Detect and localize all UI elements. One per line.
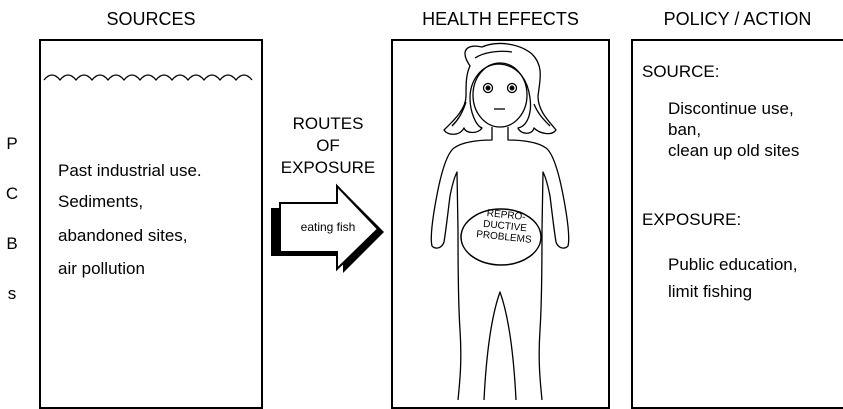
policy-source-action-3: clean up old sites: [668, 141, 799, 161]
water-surface-wave: [44, 75, 252, 80]
routes-title-line-2: OF: [268, 135, 388, 157]
source-line-2: Sediments,: [58, 192, 143, 212]
routes-of-exposure-title: ROUTES OF EXPOSURE: [268, 113, 388, 179]
routes-title-line-1: ROUTES: [268, 113, 388, 135]
policy-source-action-2: ban,: [668, 120, 701, 140]
source-line-4: air pollution: [58, 259, 145, 279]
policy-source-heading: SOURCE:: [642, 62, 719, 82]
source-line-3: abandoned sites,: [58, 226, 188, 246]
arrow-label-eating-fish: eating fish: [289, 220, 367, 234]
policy-source-action-1: Discontinue use,: [668, 99, 794, 119]
routes-title-line-3: EXPOSURE: [268, 157, 388, 179]
source-line-1: Past industrial use.: [58, 161, 202, 181]
policy-exposure-action-1: Public education,: [668, 255, 797, 275]
policy-exposure-action-2: limit fishing: [668, 282, 752, 302]
policy-exposure-heading: EXPOSURE:: [642, 210, 741, 230]
